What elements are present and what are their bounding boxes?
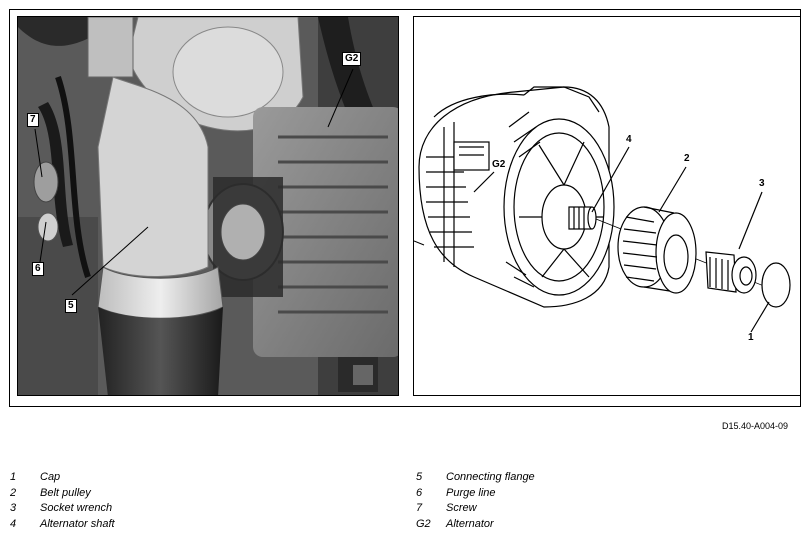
legend-label: Cap — [40, 471, 61, 483]
legend-row: 1 Cap — [10, 470, 410, 486]
callout-3: 3 — [759, 178, 765, 189]
legend-label: Socket wrench — [40, 502, 113, 514]
figure-reference: D15.40-A004-09 — [722, 421, 789, 431]
callout-5: 5 — [65, 299, 77, 313]
callout-g2-photo: G2 — [342, 52, 362, 66]
exploded-drawing-graphic — [414, 86, 791, 333]
legend-number: 5 — [416, 471, 423, 483]
engine-photo: G2 7 6 5 — [17, 16, 399, 396]
legend-number: 4 — [10, 517, 17, 530]
callout-7: 7 — [27, 113, 39, 127]
exploded-drawing: 4 2 3 1 G2 — [413, 16, 801, 396]
legend-row: 7 Screw — [416, 501, 811, 517]
engine-photo-graphic — [18, 17, 398, 395]
legend-right: 5 Connecting flange 6 Purge line 7 Screw G2… — [416, 470, 811, 532]
callout-2: 2 — [684, 153, 690, 164]
callout-4: 4 — [626, 134, 632, 145]
legend-number: 7 — [416, 502, 423, 514]
legend-number: 1 — [10, 471, 17, 483]
legend-label: Screw — [446, 502, 477, 514]
legend-left: 1 Cap 2 Belt pulley 3 Socket wrench 4 Altern… — [10, 470, 410, 532]
callout-6: 6 — [32, 262, 44, 276]
legend-number: 2 — [10, 486, 17, 499]
legend-number: 3 — [10, 502, 17, 514]
legend-row: 2 Belt pulley — [10, 486, 410, 502]
legend-number: 6 — [416, 486, 423, 499]
legend-label: Alternator — [446, 517, 494, 530]
legend-label: Purge line — [446, 486, 496, 499]
legend-label: Belt pulley — [40, 486, 91, 499]
legend-number: G2 — [416, 517, 431, 530]
legend-label: Alternator shaft — [40, 517, 115, 530]
legend-row: 6 Purge line — [416, 486, 811, 502]
legend-row: 4 Alternator shaft — [10, 517, 410, 533]
legend-label: Connecting flange — [446, 471, 535, 483]
callout-g2-drawing: G2 — [492, 159, 506, 170]
legend-row: 5 Connecting flange — [416, 470, 811, 486]
callout-1: 1 — [748, 332, 754, 343]
legend-row: G2 Alternator — [416, 517, 811, 533]
legend-row: 3 Socket wrench — [10, 501, 410, 517]
